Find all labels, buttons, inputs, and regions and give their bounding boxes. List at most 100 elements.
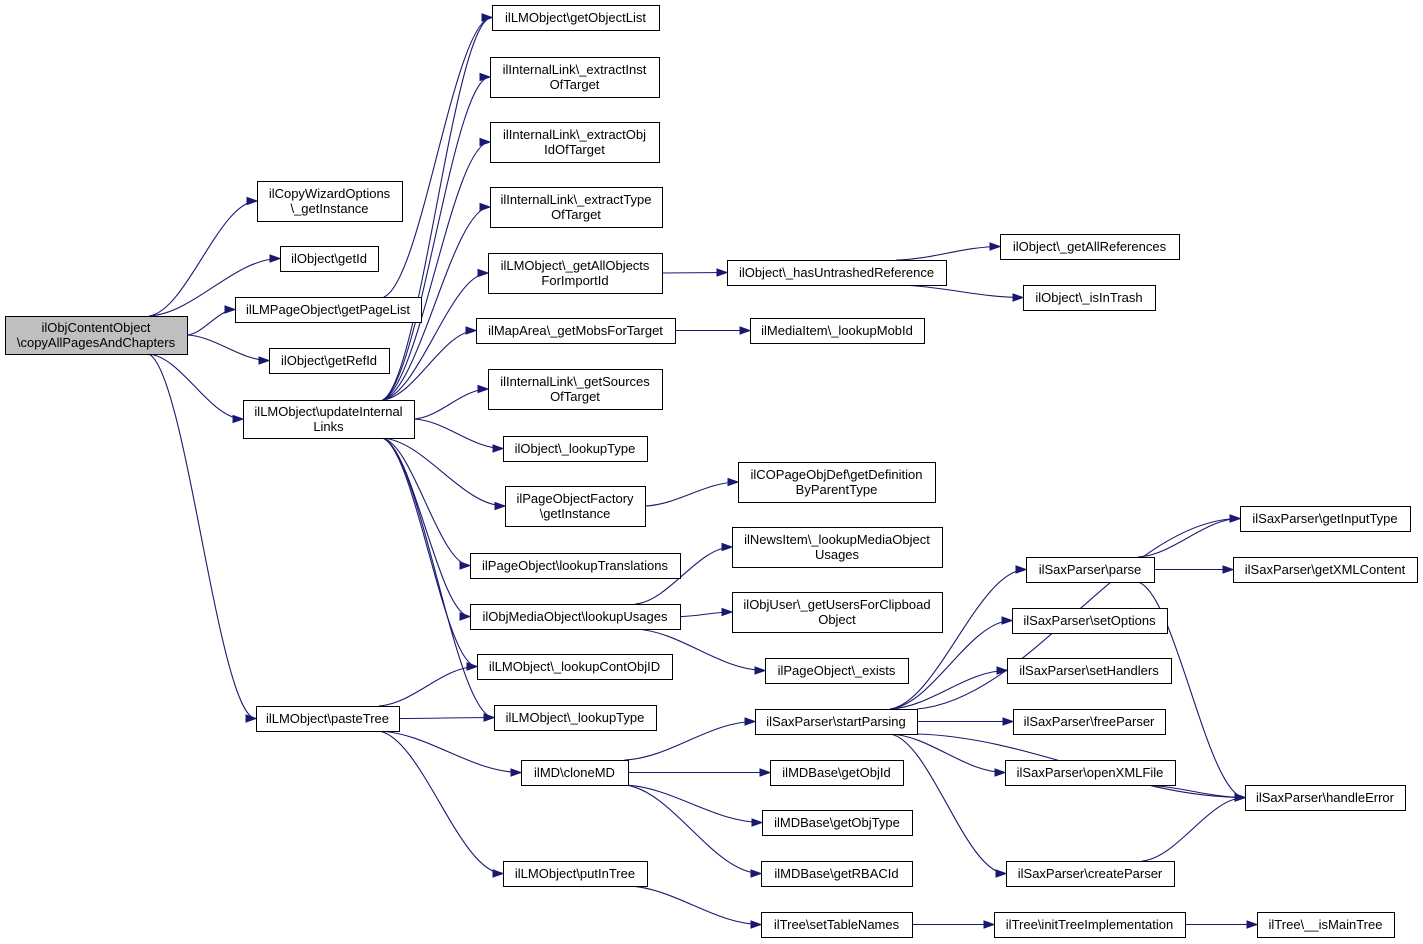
- node-box: [490, 57, 660, 98]
- node-setTableNames[interactable]: ilTree\setTableNames: [761, 912, 913, 938]
- node-lookupContObjID[interactable]: ilLMObject\_lookupContObjID: [477, 654, 673, 680]
- edge-line: [149, 353, 244, 420]
- node-label-line: ilTree\setTableNames: [774, 917, 900, 932]
- node-hasUntrashed[interactable]: ilObject\_hasUntrashedReference: [727, 260, 947, 286]
- edge-line: [382, 437, 478, 668]
- edge-initTree-to-isMainTree: [1185, 920, 1259, 929]
- node-box: [257, 181, 403, 222]
- node-box: [488, 253, 663, 294]
- node-isInTrash[interactable]: ilObject\_isInTrash: [1023, 285, 1156, 311]
- node-getMobsForTarget[interactable]: ilMapArea\_getMobsForTarget: [476, 318, 676, 344]
- node-label-line: ilLMObject\_getAllObjects: [501, 258, 650, 273]
- node-root[interactable]: ilObjContentObject\copyAllPagesAndChapte…: [5, 316, 188, 355]
- node-label-line: ilMapArea\_getMobsForTarget: [488, 323, 663, 338]
- node-box: [490, 187, 663, 228]
- node-parse[interactable]: ilSaxParser\parse: [1026, 557, 1155, 583]
- node-getRefId[interactable]: ilObject\getRefId: [269, 348, 390, 374]
- node-getRBACId[interactable]: ilMDBase\getRBACId: [761, 861, 913, 887]
- node-label-line: ilObjContentObject: [41, 320, 150, 335]
- node-lookupTranslations[interactable]: ilPageObject\lookupTranslations: [470, 553, 681, 579]
- node-label-line: ilLMObject\putInTree: [515, 866, 635, 881]
- node-pofGetInstance[interactable]: ilPageObjectFactory\getInstance: [505, 486, 646, 527]
- node-box: [477, 654, 673, 680]
- node-label-line: OfTarget: [550, 77, 600, 92]
- node-createParser[interactable]: ilSaxParser\createParser: [1006, 861, 1175, 887]
- edge-arrowhead: [1222, 565, 1235, 574]
- edge-updateInternalLinks-to-getSources: [413, 384, 490, 420]
- node-label-line: ilSaxParser\openXMLFile: [1017, 765, 1164, 780]
- node-box: [1000, 234, 1180, 260]
- node-getAllReferences[interactable]: ilObject\_getAllReferences: [1000, 234, 1180, 260]
- node-getInputType[interactable]: ilSaxParser\getInputType: [1240, 506, 1411, 532]
- edge-arrowhead: [716, 268, 729, 277]
- node-lookupUsages[interactable]: ilObjMediaObject\lookupUsages: [470, 604, 681, 630]
- edge-arrowhead: [224, 305, 237, 314]
- edge-line: [382, 206, 491, 401]
- edge-arrowhead: [1246, 920, 1259, 929]
- node-initTree[interactable]: ilTree\initTreeImplementation: [994, 912, 1186, 938]
- node-box: [503, 861, 648, 887]
- edge-line: [149, 257, 281, 317]
- edge-cloneMD-to-getRBACId: [624, 784, 763, 878]
- node-cwo[interactable]: ilCopyWizardOptions\_getInstance: [257, 181, 403, 222]
- node-label-line: ilSaxParser\createParser: [1018, 866, 1163, 881]
- node-label-line: ilSaxParser\handleError: [1256, 790, 1395, 805]
- edge-line: [382, 437, 471, 567]
- edge-cloneMD-to-getObjType: [624, 784, 764, 827]
- node-freeParser[interactable]: ilSaxParser\freeParser: [1013, 709, 1166, 735]
- node-openXMLFile[interactable]: ilSaxParser\openXMLFile: [1005, 760, 1176, 786]
- edge-pasteTree-to-lookupContObjID: [378, 662, 479, 707]
- edge-arrowhead: [1015, 565, 1028, 574]
- node-getObjType[interactable]: ilMDBase\getObjType: [762, 810, 913, 836]
- node-lookupMobId[interactable]: ilMediaItem\_lookupMobId: [750, 318, 925, 344]
- node-putInTree[interactable]: ilLMObject\putInTree: [503, 861, 648, 887]
- edge-startParsing-to-openXMLFile: [890, 733, 1007, 777]
- node-label-line: ilObjMediaObject\lookupUsages: [483, 609, 668, 624]
- node-getId[interactable]: ilObject\getId: [280, 246, 379, 272]
- edge-arrowhead: [477, 384, 490, 394]
- node-getXMLContent[interactable]: ilSaxParser\getXMLContent: [1233, 557, 1418, 583]
- node-getObjectList[interactable]: ilLMObject\getObjectList: [492, 5, 660, 31]
- edge-updateInternalLinks-to-lookupContObjID: [382, 437, 479, 671]
- edge-line: [378, 730, 522, 774]
- edge-arrowhead: [751, 818, 764, 827]
- node-getPageList[interactable]: ilLMPageObject\getPageList: [235, 297, 422, 323]
- node-pageExists[interactable]: ilPageObject\_exists: [765, 658, 909, 684]
- node-label-line: Links: [313, 419, 344, 434]
- edge-pasteTree-to-lmLookupType: [398, 713, 496, 722]
- edge-arrowhead: [744, 717, 757, 726]
- node-getObjId[interactable]: ilMDBase\getObjId: [770, 760, 904, 786]
- edge-pasteTree-to-putInTree: [378, 730, 505, 878]
- edge-lookupUsages-to-pageExists: [635, 628, 767, 675]
- node-label-line: ilObjUser\_getUsersForClipboad: [743, 597, 930, 612]
- node-handleError[interactable]: ilSaxParser\handleError: [1245, 785, 1406, 811]
- edge-arrowhead: [721, 607, 734, 617]
- node-pasteTree[interactable]: ilLMObject\pasteTree: [256, 706, 400, 732]
- node-label-line: ilSaxParser\getInputType: [1252, 511, 1397, 526]
- node-box: [770, 760, 904, 786]
- edge-line: [186, 334, 270, 362]
- node-lmLookupType[interactable]: ilLMObject\_lookupType: [494, 705, 657, 731]
- node-lookupTypeObj[interactable]: ilObject\_lookupType: [503, 436, 648, 462]
- node-isMainTree[interactable]: ilTree\__isMainTree: [1257, 912, 1395, 938]
- edge-lookupUsages-to-usersClipboard: [679, 607, 734, 618]
- node-setOptions[interactable]: ilSaxParser\setOptions: [1012, 608, 1168, 634]
- edge-arrowhead: [754, 666, 767, 675]
- node-startParsing[interactable]: ilSaxParser\startParsing: [755, 709, 918, 735]
- node-label-line: ilLMPageObject\getPageList: [246, 302, 410, 317]
- node-cloneMD[interactable]: ilMD\cloneMD: [521, 760, 629, 786]
- node-setHandlers[interactable]: ilSaxParser\setHandlers: [1007, 658, 1172, 684]
- node-box: [243, 400, 415, 439]
- edge-parse-to-getXMLContent: [1154, 565, 1235, 574]
- node-box: [1240, 506, 1411, 532]
